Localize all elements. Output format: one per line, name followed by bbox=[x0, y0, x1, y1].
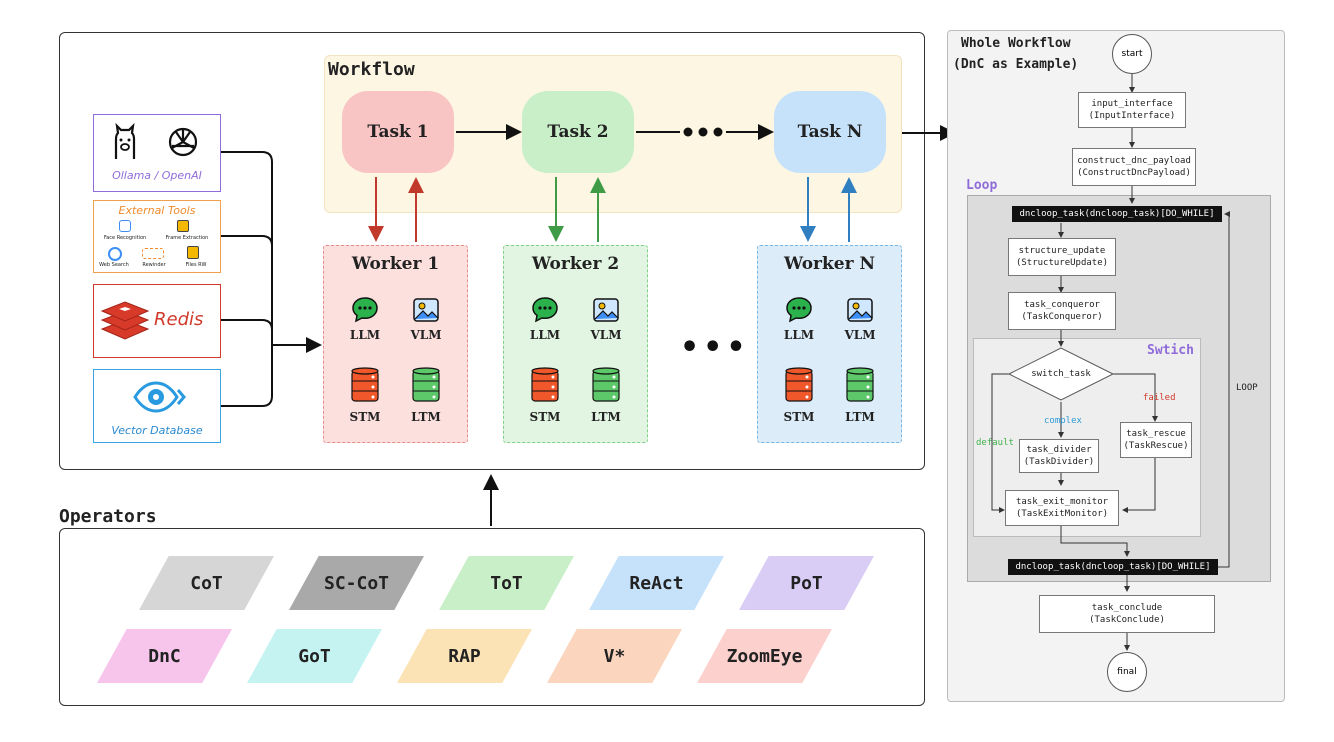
ltm-label: LTM bbox=[591, 410, 621, 424]
complex-label: complex bbox=[1044, 416, 1082, 426]
vector-db-label: Vector Database bbox=[111, 424, 203, 437]
task-rescue-node: task_rescue (TaskRescue) bbox=[1120, 422, 1192, 458]
tool-frame-extraction: Frame Extraction bbox=[165, 235, 209, 241]
node-name: task_conclude bbox=[1091, 603, 1163, 613]
node-class: (TaskConclude) bbox=[1089, 615, 1165, 625]
node-class: (InputInterface) bbox=[1088, 111, 1176, 121]
database-ltm-icon bbox=[844, 366, 876, 402]
worker-2: Worker 2 LLM VLM STM LTM bbox=[503, 245, 648, 443]
node-name: task_divider bbox=[1026, 445, 1092, 455]
start-node: start bbox=[1112, 34, 1152, 74]
ltm-label: LTM bbox=[411, 410, 441, 424]
stm-label: STM bbox=[783, 410, 815, 424]
failed-label: failed bbox=[1143, 393, 1176, 403]
files-rw-icon bbox=[187, 246, 199, 259]
ollama-openai-label: Ollama / OpenAI bbox=[112, 169, 202, 182]
operators-title: Operators bbox=[59, 506, 157, 527]
switch-task-node: switch_task bbox=[1031, 369, 1091, 379]
vlm-label: VLM bbox=[844, 328, 876, 342]
node-name: construct_dnc_payload bbox=[1077, 156, 1191, 166]
switch-label: Swtich bbox=[1147, 343, 1194, 358]
whole-workflow-connectors bbox=[991, 74, 1230, 651]
tool-web-search: Web Search bbox=[99, 262, 129, 268]
vector-db-source: Vector Database bbox=[93, 369, 221, 443]
vlm-label: VLM bbox=[410, 328, 442, 342]
final-node: final bbox=[1107, 652, 1147, 692]
node-name: task_exit_monitor bbox=[1015, 497, 1109, 507]
chat-bubble-icon bbox=[783, 294, 815, 326]
rewinder-icon bbox=[142, 248, 164, 259]
worker-n: Worker N LLM VLM STM LTM bbox=[757, 245, 902, 443]
chat-bubble-icon bbox=[529, 294, 561, 326]
eye-icon bbox=[133, 381, 186, 413]
database-ltm-icon bbox=[410, 366, 442, 402]
node-class: (StructureUpdate) bbox=[1015, 258, 1109, 268]
worker-title: Worker N bbox=[783, 254, 875, 274]
image-icon bbox=[410, 294, 442, 326]
face-recognition-icon bbox=[119, 220, 131, 232]
redis-source: Redis bbox=[93, 284, 221, 358]
node-class: (TaskExitMonitor) bbox=[1015, 509, 1109, 519]
workflow-panel bbox=[59, 32, 925, 470]
llm-label: LLM bbox=[783, 328, 815, 342]
chat-bubble-icon bbox=[349, 294, 381, 326]
worker-title: Worker 1 bbox=[351, 254, 440, 274]
stm-label: STM bbox=[349, 410, 381, 424]
construct-dnc-payload-node: construct_dnc_payload (ConstructDncPayloa… bbox=[1072, 148, 1196, 186]
loop-label: Loop bbox=[966, 178, 998, 193]
llm-label: LLM bbox=[349, 328, 381, 342]
operators-panel bbox=[59, 528, 925, 706]
node-class: (ConstructDncPayload) bbox=[1077, 168, 1191, 178]
database-ltm-icon bbox=[590, 366, 622, 402]
structure-update-node: structure_update (StructureUpdate) bbox=[1008, 238, 1116, 276]
task-2: Task 2 bbox=[522, 91, 634, 173]
task-conclude-node: task_conclude (TaskConclude) bbox=[1039, 595, 1215, 633]
node-name: task_conqueror bbox=[1024, 300, 1100, 310]
database-stm-icon bbox=[349, 366, 381, 402]
frame-extraction-icon bbox=[177, 220, 189, 232]
redis-icon bbox=[100, 301, 150, 340]
dncloop-task-bottom: dncloop_task(dncloop_task)[DO_WHILE] bbox=[1008, 559, 1218, 575]
external-tools-source: External Tools Face Recognition Frame Ex… bbox=[93, 200, 221, 273]
loop-side-label: LOOP bbox=[1236, 383, 1258, 393]
ltm-label: LTM bbox=[845, 410, 875, 424]
database-stm-icon bbox=[529, 366, 561, 402]
worker-1: Worker 1 LLM VLM STM LTM bbox=[323, 245, 468, 443]
task-exit-monitor-node: task_exit_monitor (TaskExitMonitor) bbox=[1005, 490, 1119, 526]
workflow-title: Workflow bbox=[328, 59, 415, 80]
node-name: input_interface bbox=[1091, 99, 1173, 109]
whole-workflow-subtitle: (DnC as Example) bbox=[953, 57, 1079, 72]
default-label: default bbox=[976, 438, 1014, 448]
vlm-label: VLM bbox=[590, 328, 622, 342]
web-search-icon bbox=[108, 247, 122, 261]
database-stm-icon bbox=[783, 366, 815, 402]
node-class: (TaskDivider) bbox=[1023, 457, 1095, 467]
node-class: (TaskRescue) bbox=[1123, 441, 1189, 451]
task-conqueror-node: task_conqueror (TaskConqueror) bbox=[1008, 292, 1116, 330]
redis-label: Redis bbox=[154, 309, 204, 330]
tool-face-recognition: Face Recognition bbox=[103, 235, 147, 241]
task-divider-node: task_divider (TaskDivider) bbox=[1019, 439, 1099, 473]
stm-label: STM bbox=[529, 410, 561, 424]
ollama-openai-source: Ollama / OpenAI bbox=[93, 114, 221, 192]
input-interface-node: input_interface (InputInterface) bbox=[1078, 92, 1186, 128]
node-name: task_rescue bbox=[1126, 429, 1186, 439]
llama-icon bbox=[114, 123, 136, 159]
task-n: Task N bbox=[774, 91, 886, 173]
tool-files-rw: Files RW bbox=[185, 262, 207, 268]
worker-title: Worker 2 bbox=[531, 254, 620, 274]
dncloop-task-top: dncloop_task(dncloop_task)[DO_WHILE] bbox=[1012, 206, 1222, 222]
worker-ellipsis: ••• bbox=[680, 330, 750, 365]
node-class: (TaskConqueror) bbox=[1021, 312, 1103, 322]
node-name: structure_update bbox=[1018, 246, 1106, 256]
tool-rewinder: Rewinder bbox=[142, 262, 166, 268]
image-icon bbox=[590, 294, 622, 326]
task-1: Task 1 bbox=[342, 91, 454, 173]
image-icon bbox=[844, 294, 876, 326]
whole-workflow-title: Whole Workflow bbox=[961, 36, 1071, 51]
llm-label: LLM bbox=[529, 328, 561, 342]
external-tools-title: External Tools bbox=[118, 204, 196, 217]
openai-icon bbox=[168, 127, 198, 157]
